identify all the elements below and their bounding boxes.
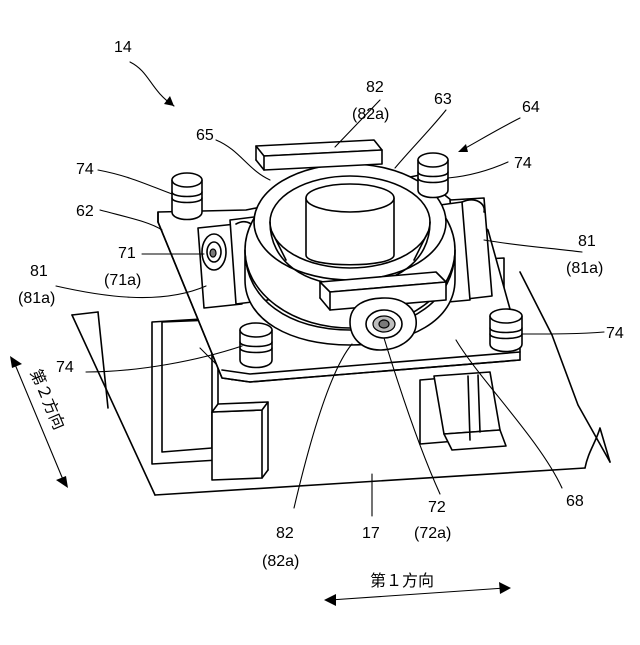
shaft-left-71 bbox=[202, 234, 226, 270]
label-74-right: 74 bbox=[606, 325, 624, 342]
label-74-top-left: 74 bbox=[76, 161, 94, 178]
label-72: 72 bbox=[428, 499, 446, 516]
core-cylinder-65 bbox=[306, 184, 394, 265]
label-81-right: 81 bbox=[578, 233, 596, 250]
label-first-direction: 第１方向 bbox=[370, 572, 434, 590]
label-71: 71 bbox=[118, 245, 136, 262]
label-81a-left: (81a) bbox=[18, 290, 55, 307]
label-17: 17 bbox=[362, 525, 380, 542]
label-68: 68 bbox=[566, 493, 584, 510]
label-82a-top: (82a) bbox=[352, 106, 389, 123]
label-82-front: 82 bbox=[276, 525, 294, 542]
pin-mid-left-74 bbox=[240, 323, 272, 368]
leg-front-right bbox=[420, 372, 506, 450]
shaft-front-72 bbox=[350, 298, 416, 350]
label-14: 14 bbox=[114, 39, 132, 56]
label-74-mid-left: 74 bbox=[56, 359, 74, 376]
label-65: 65 bbox=[196, 127, 214, 144]
label-81a-right: (81a) bbox=[566, 260, 603, 277]
label-63: 63 bbox=[434, 91, 452, 108]
label-81-left: 81 bbox=[30, 263, 48, 280]
label-second-direction: 第２方向 bbox=[26, 367, 68, 433]
pin-right-74 bbox=[490, 309, 522, 352]
pin-top-left-74 bbox=[172, 173, 202, 220]
pin-top-right-74 bbox=[418, 153, 448, 198]
top-guide-82 bbox=[256, 140, 382, 170]
label-71a: (71a) bbox=[104, 272, 141, 289]
label-82a-front: (82a) bbox=[262, 553, 299, 570]
label-82-top: 82 bbox=[366, 79, 384, 96]
label-74-top-right: 74 bbox=[514, 155, 532, 172]
label-64: 64 bbox=[522, 99, 540, 116]
label-72a: (72a) bbox=[414, 525, 451, 542]
label-62: 62 bbox=[76, 203, 94, 220]
